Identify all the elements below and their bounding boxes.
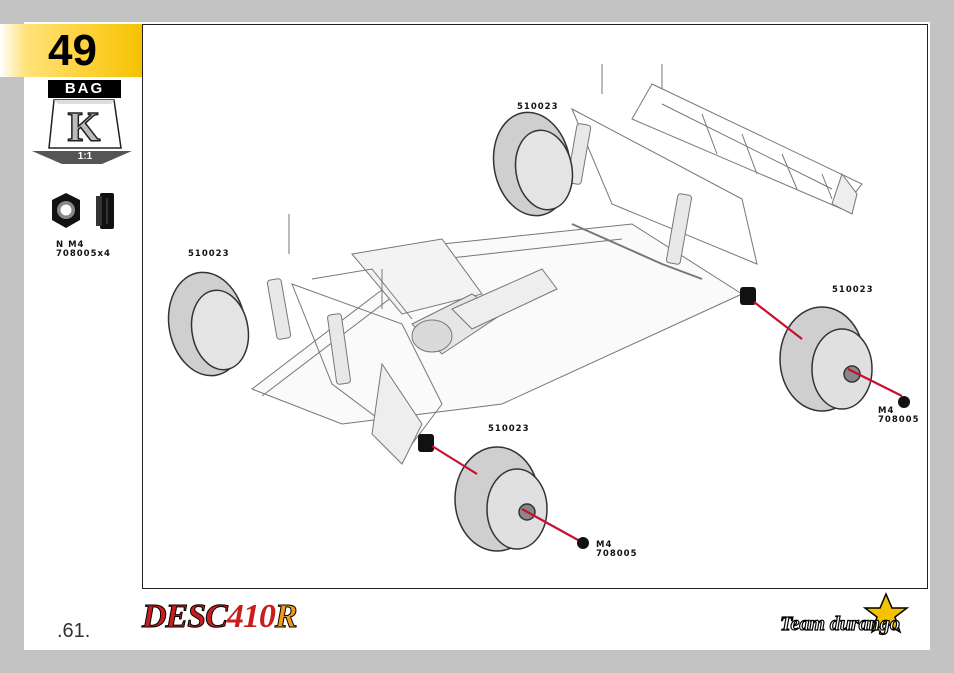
scale-banner	[32, 151, 132, 164]
page-number: .61.	[57, 620, 91, 642]
callout-wheel-right: 510023	[832, 285, 874, 295]
wheel-bottom	[454, 446, 548, 552]
callout-nut-right: M4 708005	[878, 406, 920, 425]
brand-logo-text: Team durango	[780, 613, 900, 635]
m4-nut-icon	[52, 193, 114, 229]
part-name: N M4	[56, 240, 85, 250]
step-tab	[0, 24, 142, 77]
part-code: 708005x4	[56, 249, 111, 259]
team-durango-logo: Team durango	[779, 592, 910, 636]
chassis-assembly-illustration	[167, 64, 910, 552]
callout-nut-bottom: M4 708005	[596, 540, 638, 559]
nut-right	[898, 396, 910, 408]
step-number: 49	[48, 26, 97, 75]
hub-front	[418, 434, 434, 452]
bag-k-icon: K	[48, 99, 122, 150]
scale-label: 1:1	[77, 151, 93, 162]
nut-bottom	[577, 537, 589, 549]
hub-rear	[740, 287, 756, 305]
callout-wheel-top: 510023	[517, 102, 559, 112]
bag-letter: K	[68, 105, 101, 150]
bag-label: BAG	[48, 80, 121, 98]
callout-wheel-left: 510023	[188, 249, 230, 259]
product-logo: DESC410R	[142, 598, 298, 636]
wheel-left	[167, 271, 250, 377]
wheel-right	[779, 306, 873, 412]
callout-wheel-bottom: 510023	[488, 424, 530, 434]
wheel-top	[492, 111, 574, 217]
